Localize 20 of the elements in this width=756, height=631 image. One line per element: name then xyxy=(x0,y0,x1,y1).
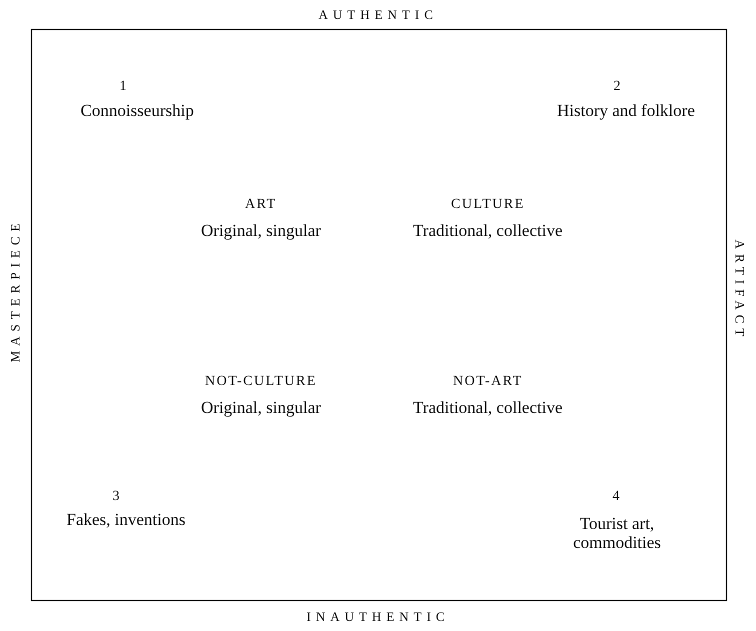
category-description: Traditional, collective xyxy=(413,221,563,241)
category-description: History and folklore xyxy=(557,101,695,121)
category-description: Tourist art, commodities xyxy=(572,514,662,553)
category-heading: ART xyxy=(245,197,277,214)
quadrant-number: 3 xyxy=(112,489,120,506)
category-heading: NOT-CULTURE xyxy=(205,374,317,390)
category-heading: CULTURE xyxy=(451,197,525,214)
category-description: Fakes, inventions xyxy=(66,510,186,530)
axis-label: INAUTHENTIC xyxy=(306,610,450,624)
quadrant-number: 4 xyxy=(612,489,620,506)
quadrant-number: 2 xyxy=(614,79,620,96)
category-heading: NOT-ART xyxy=(453,374,523,390)
category-description: Original, singular xyxy=(201,221,321,241)
axis-label: AUTHENTIC xyxy=(318,8,438,22)
category-description: Traditional, collective xyxy=(413,398,563,418)
axis-label: MASTERPIECE xyxy=(8,218,24,362)
category-description: Original, singular xyxy=(201,398,321,418)
axis-label: ARTIFACT xyxy=(731,239,746,341)
quadrant-number: 1 xyxy=(120,79,126,96)
category-description: Connoisseurship xyxy=(80,101,194,121)
